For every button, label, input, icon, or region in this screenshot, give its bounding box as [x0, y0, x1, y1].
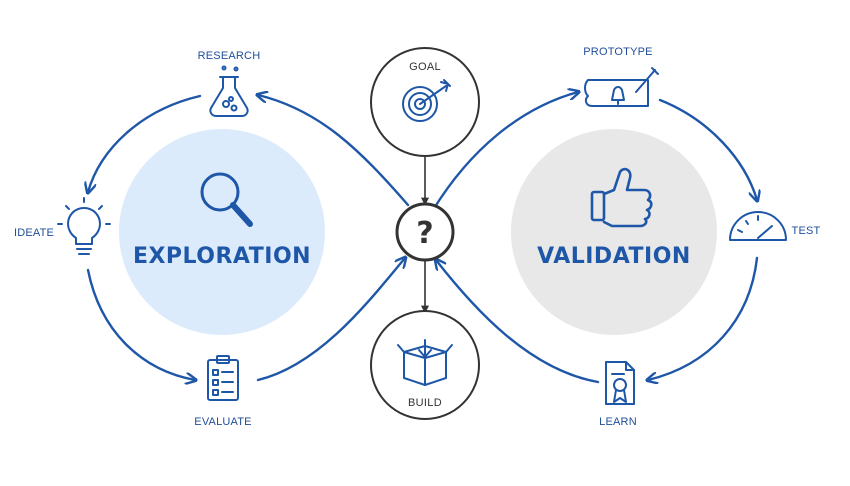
- flow-arrow-to-research: [258, 95, 410, 207]
- flow-arrow-evaluate-to-hub: [256, 258, 405, 382]
- ideate-label: IDEATE: [14, 227, 54, 239]
- hub-node: ?: [395, 202, 455, 262]
- learn-label: LEARN: [599, 416, 637, 428]
- build-label: BUILD: [408, 397, 442, 409]
- ideate-step: IDEATE: [14, 197, 111, 255]
- goal-label: GOAL: [409, 61, 441, 73]
- exploration-title: EXPLORATION: [133, 244, 311, 269]
- checklist-icon: [207, 355, 239, 401]
- thumbs-up-icon: [590, 167, 653, 228]
- prototype-label: PROTOTYPE: [583, 46, 652, 58]
- lightbulb-icon: [57, 197, 111, 255]
- goal-node: GOAL: [370, 47, 480, 157]
- magnifying-glass-icon: [200, 172, 253, 227]
- exploration-circle: [119, 129, 325, 335]
- test-label: TEST: [792, 225, 821, 237]
- test-step: TEST: [729, 211, 821, 241]
- research-label: RESEARCH: [198, 50, 261, 62]
- gauge-icon: [729, 211, 787, 241]
- validation-circle: [511, 129, 717, 335]
- blueprint-rocket-icon: [584, 67, 659, 107]
- research-step: RESEARCH: [198, 50, 261, 117]
- flow-arrow-learn-to-hub: [436, 260, 600, 384]
- flow-arrow-hub-to-prototype: [431, 92, 578, 212]
- flow-arrow-ideate-to-evaluate: [86, 268, 195, 380]
- build-node: BUILD: [370, 310, 480, 420]
- flask-icon: [209, 65, 249, 117]
- flow-arrow-test-to-learn: [648, 256, 759, 380]
- target-icon: [402, 79, 451, 122]
- evaluate-step: EVALUATE: [194, 355, 252, 428]
- evaluate-label: EVALUATE: [194, 416, 251, 428]
- flow-arrow-prototype-to-test: [658, 98, 757, 200]
- validation-title: VALIDATION: [537, 244, 691, 269]
- prototype-step: PROTOTYPE: [583, 46, 659, 107]
- question-mark-icon: ?: [416, 216, 433, 251]
- package-icon: [397, 339, 453, 386]
- flow-arrow-research-to-ideate: [88, 94, 202, 192]
- learn-step: LEARN: [599, 361, 637, 428]
- certificate-icon: [605, 361, 635, 405]
